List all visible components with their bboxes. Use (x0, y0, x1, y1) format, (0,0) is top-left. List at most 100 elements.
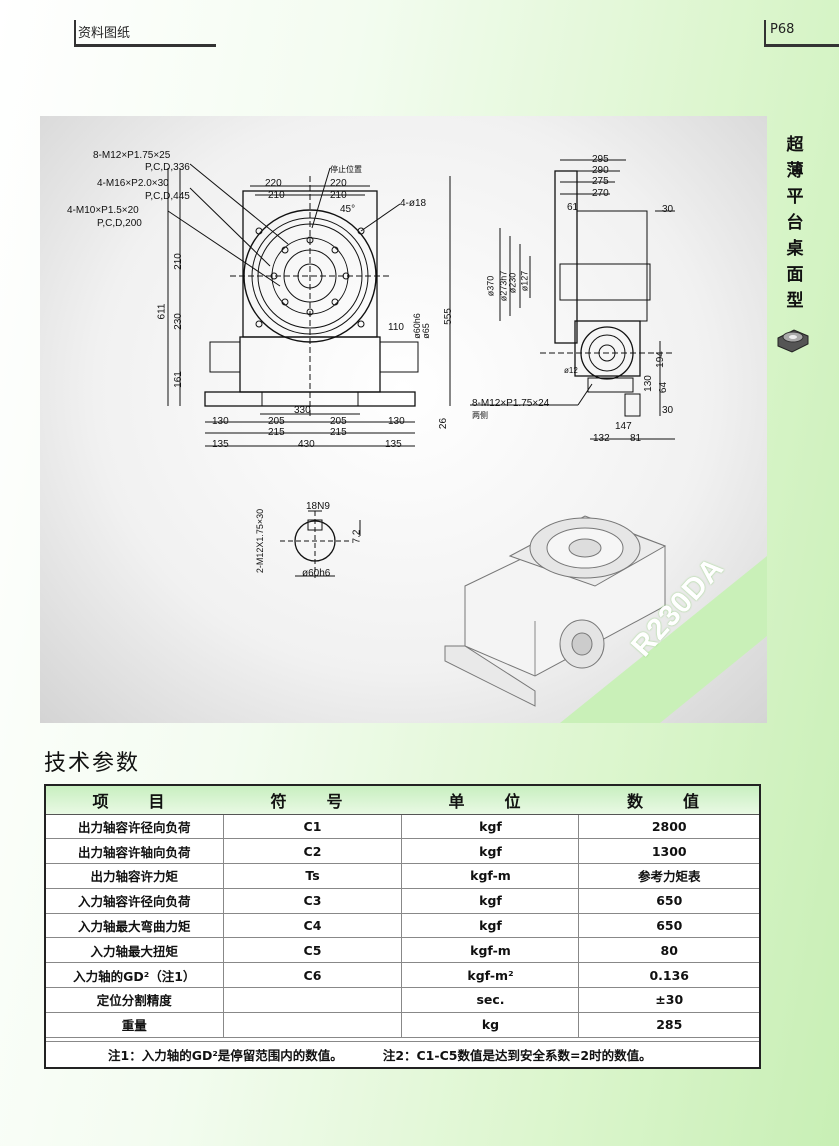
dim-label: 611 (156, 303, 168, 320)
side-title-char: 台 (786, 213, 804, 233)
dim-label: 295 (592, 154, 609, 165)
side-title: 超 薄 平 台 桌 面 型 (770, 132, 820, 314)
indexer-thumbnail-icon (777, 329, 809, 353)
dim-label: 430 (298, 439, 315, 450)
cell-symbol: C5 (222, 937, 403, 964)
cell-unit: kgf (401, 887, 580, 914)
dim-label: ø127 (519, 270, 530, 292)
cell-symbol: Ts (222, 863, 403, 889)
dim-label: 555 (442, 308, 454, 325)
model-banner (560, 556, 767, 723)
cell-unit: kgf-m (401, 863, 580, 889)
column-header: 数 值 (578, 786, 759, 815)
dim-label: 135 (212, 439, 229, 450)
callout-label: 45° (340, 204, 356, 215)
cell-value: 2800 (578, 813, 759, 840)
table-row: 入力轴最大扭矩 C5 kgf-m 80 (46, 937, 759, 964)
callout-label: 两侧 (472, 411, 488, 420)
header-left-tick (74, 20, 76, 47)
cell-symbol: C2 (222, 838, 403, 865)
cell-value: 0.136 (578, 962, 759, 989)
column-header: 项 目 (46, 786, 223, 815)
dim-label: 275 (592, 176, 609, 187)
drawing-labels: 8-M12×P1.75×25 P,C,D,336 4-M16×P2.0×30 P… (40, 116, 767, 723)
dim-label: ø370 (485, 275, 496, 297)
cell-item: 重量 (46, 1011, 224, 1038)
dim-label: 210 (268, 190, 285, 201)
dim-label: 194 (654, 351, 666, 368)
dim-label: 2-M12X1.75×30 (255, 508, 266, 574)
dim-label: 210 (172, 253, 184, 270)
dim-label: 30 (662, 405, 674, 416)
cell-symbol: C1 (222, 813, 403, 840)
side-title-char: 薄 (786, 161, 804, 181)
cell-symbol (222, 987, 403, 1013)
cell-item: 定位分割精度 (46, 987, 224, 1013)
dim-label: 64 (658, 381, 670, 394)
side-title-char: 超 (786, 135, 804, 155)
table-header-row: 项 目 符 号 单 位 数 值 (46, 786, 759, 815)
dim-label: 270 (592, 188, 609, 199)
note-1: 注1：入力轴的GD²是停留范围内的数值。 (108, 1048, 343, 1063)
callout-label: 8-M12×P1.75×24 (472, 398, 550, 409)
cell-symbol (222, 1011, 403, 1038)
callout-label: P,C,D,200 (97, 218, 142, 229)
dim-label: ø65 (420, 323, 431, 339)
technical-drawing (167, 159, 767, 723)
dim-label: 161 (172, 371, 184, 388)
dim-label: 61 (567, 202, 579, 213)
dim-label: 147 (615, 421, 632, 432)
cell-symbol: C6 (222, 962, 403, 989)
dim-label: 220 (330, 178, 347, 189)
callout-label: 4-M16×P2.0×30 (97, 178, 169, 189)
dim-label: ø60h6 (302, 568, 331, 579)
table-notes: 注1：入力轴的GD²是停留范围内的数值。 注2：C1-C5数值是达到安全系数=2… (46, 1041, 759, 1067)
front-view (167, 163, 451, 447)
side-view (470, 159, 675, 440)
table-row: 入力轴的GD²（注1） C6 kgf-m² 0.136 (46, 962, 759, 989)
side-title-char: 面 (786, 265, 804, 285)
dim-label: 205 (330, 416, 347, 427)
section-title: 技术参数 (44, 751, 141, 776)
dim-label: 330 (294, 405, 311, 416)
cell-value: 650 (578, 912, 759, 939)
cell-item: 出力轴容许力矩 (46, 863, 224, 889)
callout-label: 8-M12×P1.75×25 (93, 150, 171, 161)
callout-label: 停止位置 (330, 165, 362, 174)
callout-label: P,C,D,336 (145, 162, 190, 173)
dim-label: 110 (388, 322, 404, 333)
dim-label: 215 (330, 427, 347, 438)
side-title-char: 型 (786, 291, 804, 311)
cell-value: 1300 (578, 838, 759, 865)
dim-label: ø230 (507, 272, 518, 294)
header-section-label: 资料图纸 (78, 26, 131, 41)
page-number: P68 (770, 22, 795, 37)
dim-label: 26 (438, 417, 450, 430)
cell-value: ±30 (578, 987, 759, 1013)
cell-item: 入力轴最大弯曲力矩 (46, 912, 224, 939)
dim-label: 7.2 (351, 529, 363, 544)
cell-item: 入力轴的GD²（注1） (46, 962, 224, 989)
cell-value: 285 (578, 1011, 759, 1038)
table-row: 出力轴容许力矩 Ts kgf-m 参考力矩表 (46, 863, 759, 889)
dim-label: 81 (630, 433, 642, 444)
table-row: 定位分割精度 sec. ±30 (46, 987, 759, 1013)
dim-label: 215 (268, 427, 285, 438)
cell-symbol: C3 (222, 887, 403, 914)
callout-label: 4-ø18 (400, 198, 427, 209)
dim-label: 210 (330, 190, 347, 201)
dim-label: 130 (642, 375, 654, 392)
cell-unit: kgf (401, 838, 580, 865)
dim-label: ø12 (564, 366, 578, 375)
table-row: 重量 kg 285 (46, 1011, 759, 1038)
cell-value: 650 (578, 887, 759, 914)
cell-unit: kgf-m² (401, 962, 580, 989)
dim-label: 130 (388, 416, 405, 427)
note-2: 注2：C1-C5数值是达到安全系数=2时的数值。 (382, 1048, 652, 1063)
dim-label: 30 (662, 204, 674, 215)
table-row: 出力轴容许径向负荷 C1 kgf 2800 (46, 813, 759, 840)
header-right-tick (764, 20, 766, 47)
dim-label: 290 (592, 165, 609, 176)
technical-drawing-panel: 8-M12×P1.75×25 P,C,D,336 4-M16×P2.0×30 P… (40, 116, 767, 723)
table-row: 出力轴容许轴向负荷 C2 kgf 1300 (46, 838, 759, 865)
